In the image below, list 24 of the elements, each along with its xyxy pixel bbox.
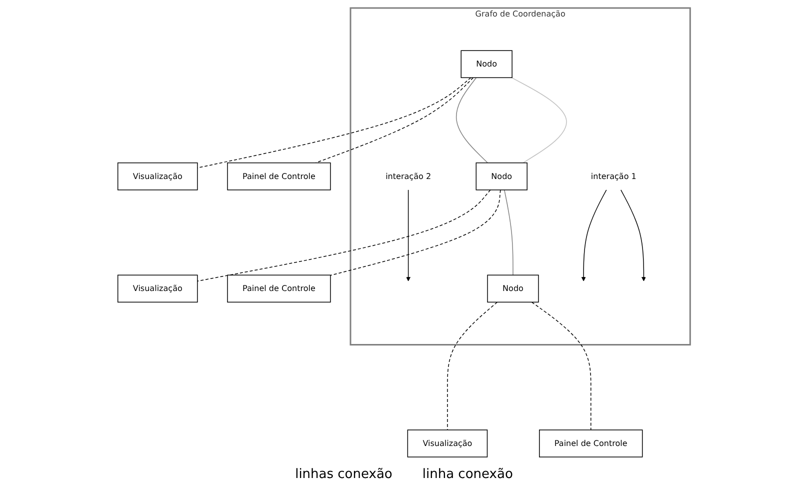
note-text: linha conexão [422, 467, 513, 482]
dashed-line [330, 190, 501, 276]
leader-arrow [620, 190, 646, 282]
node-box: Painel de Controle [227, 162, 331, 190]
connection-line [504, 190, 514, 276]
leader-arrow [581, 190, 607, 282]
node-box: Visualização [117, 162, 198, 190]
connection-line [456, 77, 488, 164]
node-box: Nodo [487, 274, 539, 303]
dashed-line [197, 77, 472, 168]
node-box: Painel de Controle [539, 430, 643, 458]
annotation-text: interação 2 [386, 171, 432, 181]
dashed-line [531, 302, 592, 430]
connection-line [511, 77, 567, 164]
dashed-line [315, 77, 474, 164]
node-box: Visualização [117, 274, 198, 303]
leader-arrow [406, 190, 411, 282]
node-box: Nodo [460, 50, 512, 78]
annotation-text: interação 1 [590, 171, 636, 181]
node-box: Nodo [476, 162, 528, 190]
dashed-line [197, 190, 491, 282]
node-box: Painel de Controle [227, 274, 331, 303]
node-box: Visualização [407, 430, 488, 458]
note-text: linhas conexão [295, 467, 392, 482]
